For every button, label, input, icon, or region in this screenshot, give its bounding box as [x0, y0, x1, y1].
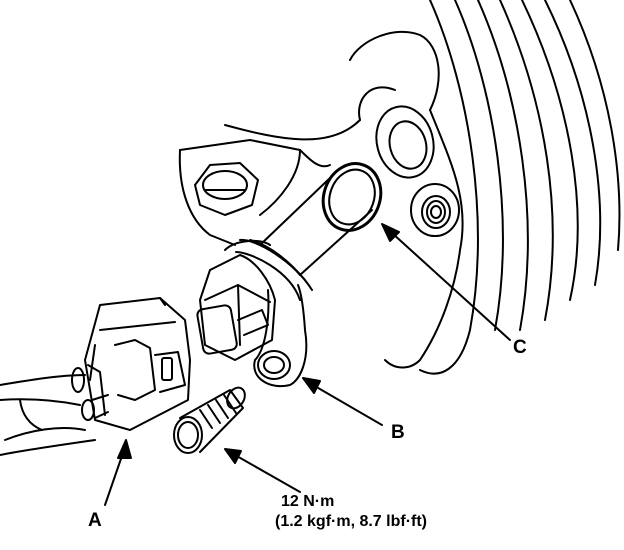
- callout-label-b: B: [391, 422, 405, 443]
- callout-label-a: A: [88, 510, 102, 531]
- hex-nut: [194, 162, 259, 216]
- harness-connector: [71, 297, 191, 431]
- wire-harness: [0, 374, 96, 456]
- housing-bore: [375, 105, 435, 179]
- torque-spec-imperial: (1.2 kgf·m, 8.7 lbf·ft): [275, 513, 428, 530]
- torque-spec-nm: 12 N·m: [281, 493, 335, 510]
- o-ring: [321, 162, 383, 232]
- mounting-bolt: [173, 386, 246, 454]
- leader-lines: [104, 223, 511, 506]
- sensor-body: [196, 177, 373, 388]
- knuckle-housing: [178, 30, 464, 369]
- wheel-arcs: [419, 0, 621, 375]
- callout-label-c: C: [513, 337, 527, 358]
- threaded-hole: [410, 183, 460, 237]
